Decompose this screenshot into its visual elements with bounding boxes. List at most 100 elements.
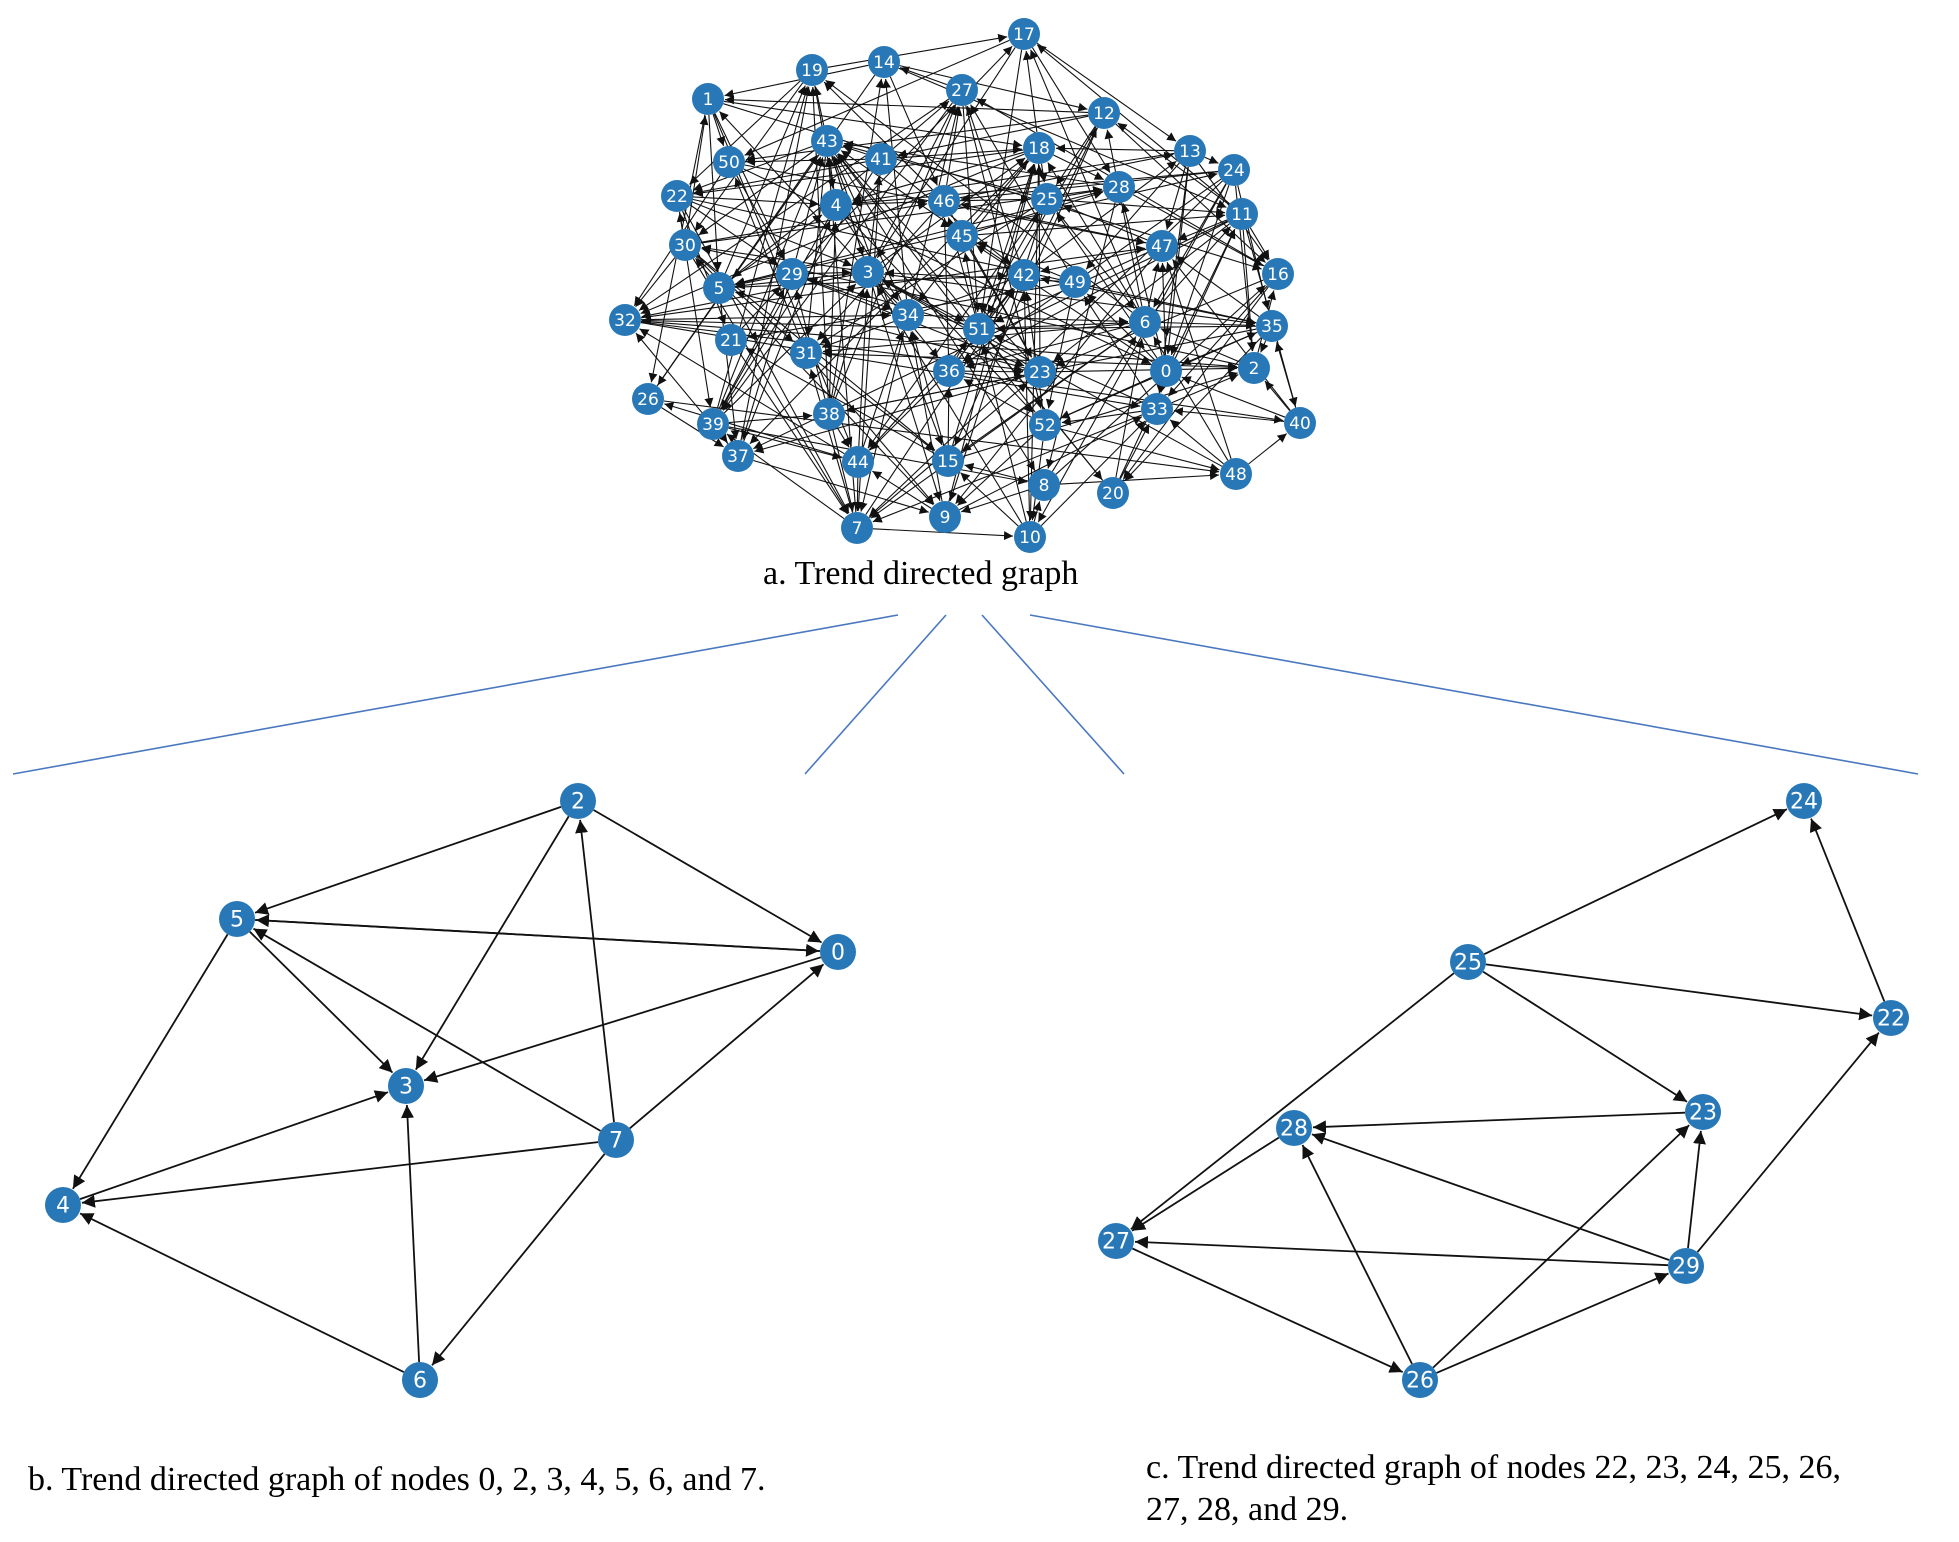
panel-a-edge-22-to-35 (692, 198, 1256, 325)
panel-b-node-0: 0 (820, 934, 856, 970)
panel-b-node-3-label: 3 (399, 1075, 413, 1100)
panel-b-node-5-label: 5 (230, 908, 244, 933)
panel-a-node-41: 41 (865, 143, 897, 175)
connector-line-right-outer (1029, 614, 1919, 775)
panel-a-edge-15-to-34 (910, 331, 945, 446)
panel-c-edge-29-to-27 (1134, 1235, 1669, 1267)
panel-a-edge-10-to-8 (1032, 501, 1042, 522)
panel-a-node-9: 9 (929, 501, 961, 533)
panel-a-edge-38-to-7 (832, 429, 856, 512)
panel-a-edge-22-to-29 (689, 204, 779, 265)
panel-a-edge-32-to-47 (640, 245, 1146, 319)
panel-a-node-39-circle (697, 408, 729, 440)
panel-a-edge-29-to-43 (795, 157, 825, 259)
panel-a-node-30: 30 (669, 229, 701, 261)
panel-a-edge-29-to-34 (806, 278, 893, 311)
panel-a-edge-23-to-5 (735, 290, 1025, 369)
panel-a-node-36: 36 (933, 355, 965, 387)
panel-a-edge-49-to-27 (970, 104, 1068, 269)
panel-a-node-9-circle (929, 501, 961, 533)
panel-a-edge-38-to-44 (836, 427, 850, 448)
panel-c-edge-27-to-26 (1132, 1247, 1404, 1373)
panel-c-node-22-label: 22 (1877, 1007, 1905, 1032)
panel-a-node-35-label: 35 (1261, 317, 1283, 337)
panel-a-node-1-label: 1 (703, 90, 714, 110)
panel-a-node-47: 47 (1146, 230, 1178, 262)
panel-b-node-4: 4 (45, 1187, 81, 1223)
panel-a-node-36-circle (933, 355, 965, 387)
panel-a-edge-17-to-3 (876, 47, 1016, 259)
panel-c-edge-25-to-22 (1485, 963, 1873, 1021)
panel-a-edge-13-to-0 (1164, 166, 1189, 355)
panel-a-node-24-circle (1218, 154, 1250, 186)
panel-a-node-5-label: 5 (714, 279, 725, 299)
panel-c-edge-26-to-28 (1301, 1144, 1413, 1365)
panel-a-node-30-label: 30 (674, 236, 696, 256)
panel-a-node-14: 14 (868, 46, 900, 78)
panel-a-node-23: 23 (1024, 356, 1056, 388)
connector-line-left-inner (804, 614, 947, 775)
panel-a-node-27-label: 27 (951, 81, 973, 101)
panel-a-edge-9-to-33 (959, 416, 1143, 511)
panel-a-node-21: 21 (715, 324, 747, 356)
panel-a-edge-4-to-39 (720, 218, 829, 410)
panel-a-edge-18-to-22 (693, 149, 1024, 198)
panel-b-edge-5-to-3 (249, 931, 394, 1074)
panel-a-node-10-circle (1014, 521, 1046, 553)
panel-a-node-31: 31 (790, 337, 822, 369)
panel-a-edge-43-to-9 (831, 156, 942, 501)
panel-a-node-29-circle (776, 258, 808, 290)
panel-c-edge-22-to-24 (1809, 818, 1886, 1002)
panel-a-edge-48-to-40 (1248, 433, 1288, 465)
panel-a-edge-25-to-44 (867, 211, 1039, 449)
panel-b-node-6-circle (402, 1362, 438, 1398)
panel-a-node-47-circle (1146, 230, 1178, 262)
panel-a-edge-30-to-46 (700, 200, 928, 243)
panel-a-node-16: 16 (1262, 258, 1294, 290)
panel-a-edge-41-to-27 (892, 100, 950, 150)
panel-a-node-4-circle (820, 189, 852, 221)
panel-a-edge-13-to-24 (1204, 155, 1219, 164)
panel-b-node-2-circle (560, 783, 596, 819)
panel-a-edge-50-to-29 (736, 175, 785, 260)
panel-c-node-28-circle (1276, 1110, 1312, 1146)
panel-c-node-26-circle (1402, 1362, 1438, 1398)
panel-a-node-12-circle (1088, 97, 1120, 129)
panel-c-caption-line-1: c. Trend directed graph of nodes 22, 23,… (1146, 1449, 1841, 1486)
panel-a-edge-31-to-9 (815, 364, 935, 505)
panel-a-edge-51-to-6 (994, 318, 1129, 329)
panel-a-node-24: 24 (1218, 154, 1250, 186)
panel-a-edge-37-to-9 (753, 459, 929, 514)
panel-a-edge-45-to-11 (977, 211, 1226, 236)
panel-a-edge-0-to-45 (975, 244, 1154, 363)
panel-a-edge-1-to-18 (723, 100, 1023, 149)
panel-c-edge-28-to-27 (1131, 1136, 1280, 1232)
panel-a-edge-47-to-42 (1040, 248, 1147, 275)
panel-a-node-34-label: 34 (897, 306, 919, 326)
panel-a-edge-34-to-7 (858, 330, 905, 512)
panel-a-node-12: 12 (1088, 97, 1120, 129)
panel-a-node-26-label: 26 (637, 390, 659, 410)
panel-a-edge-0-to-33 (1158, 382, 1168, 393)
panel-b-edge-5-to-4 (72, 933, 229, 1190)
panel-a-edge-28-to-16 (1132, 194, 1264, 267)
panel-c-node-24-circle (1786, 783, 1822, 819)
panel-a-edge-36-to-44 (869, 381, 939, 451)
panel-a-node-32-circle (609, 304, 641, 336)
panel-a-node-26: 26 (632, 383, 664, 415)
connector-line-right-inner (981, 614, 1125, 775)
panel-a-edge-15-to-21 (745, 347, 935, 454)
panel-a-edge-7-to-31 (808, 369, 854, 513)
panel-c-edge-26-to-29 (1436, 1272, 1669, 1374)
panel-b-edge-7-to-5 (252, 927, 601, 1132)
panel-a-node-45: 45 (946, 220, 978, 252)
panel-a-edge-35-to-51 (995, 324, 1257, 334)
panel-a-node-25: 25 (1031, 183, 1063, 215)
panel-a-node-45-label: 45 (951, 227, 973, 247)
panel-a-edge-27-to-32 (638, 98, 950, 311)
panel-a-node-28-label: 28 (1108, 178, 1130, 198)
panel-a-node-10-label: 10 (1019, 528, 1041, 548)
panel-c-node-27-label: 27 (1102, 1230, 1130, 1255)
panel-c-edge-29-to-28 (1311, 1132, 1670, 1261)
